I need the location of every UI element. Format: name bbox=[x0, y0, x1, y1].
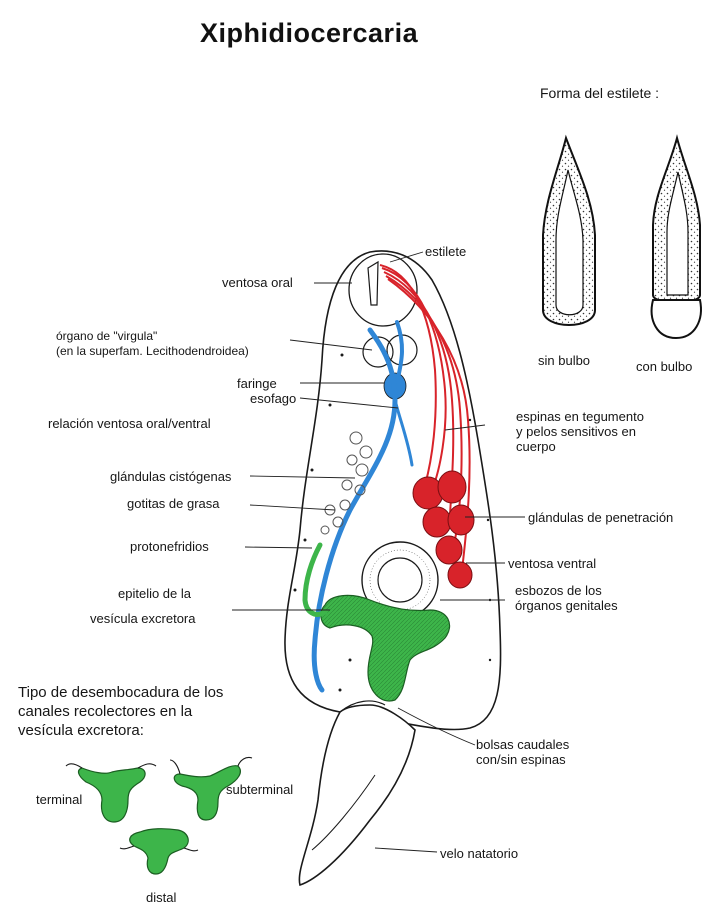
label-relacion: relación ventosa oral/ventral bbox=[48, 416, 211, 431]
stylet-con-bulbo bbox=[652, 138, 701, 338]
label-epitelio-2: vesícula excretora bbox=[90, 611, 196, 626]
stylet-sin-bulbo bbox=[543, 138, 595, 325]
label-protonefridios: protonefridios bbox=[130, 539, 209, 554]
label-estilete: estilete bbox=[425, 244, 466, 259]
label-esbozos-2: órganos genitales bbox=[515, 598, 618, 613]
vesicle-distal bbox=[120, 829, 198, 874]
label-espinas-1: espinas en tegumento bbox=[516, 409, 644, 424]
inset-label-distal: distal bbox=[146, 890, 176, 905]
inset-label-terminal: terminal bbox=[36, 792, 82, 807]
stylet-heading: Forma del estilete : bbox=[540, 86, 659, 101]
label-gotitas: gotitas de grasa bbox=[127, 496, 220, 511]
label-virgula-line1: órgano de "virgula" bbox=[56, 329, 157, 344]
label-glandulas-cistogenas: glándulas cistógenas bbox=[110, 469, 231, 484]
stylet-label-sin-bulbo: sin bulbo bbox=[538, 353, 590, 368]
stylet-label-con-bulbo: con bulbo bbox=[636, 359, 692, 374]
label-glandulas-penetracion: glándulas de penetración bbox=[528, 510, 673, 525]
inset-heading-2: canales recolectores en la bbox=[18, 703, 192, 721]
inset-label-subterminal: subterminal bbox=[226, 782, 293, 797]
label-virgula-line2: (en la superfam. Lecithodendroidea) bbox=[56, 344, 249, 359]
label-faringe: faringe bbox=[237, 376, 277, 391]
label-bolsas-1: bolsas caudales bbox=[476, 737, 569, 752]
label-bolsas-2: con/sin espinas bbox=[476, 752, 566, 767]
label-espinas-2: y pelos sensitivos en bbox=[516, 424, 636, 439]
label-espinas-3: cuerpo bbox=[516, 439, 556, 454]
label-esofago: esofago bbox=[250, 391, 296, 406]
label-esbozos-1: esbozos de los bbox=[515, 583, 602, 598]
inset-heading-3: vesícula excretora: bbox=[18, 722, 144, 740]
inset-heading-1: Tipo de desembocadura de los bbox=[18, 684, 223, 702]
label-ventosa-ventral: ventosa ventral bbox=[508, 556, 596, 571]
label-ventosa-oral: ventosa oral bbox=[222, 275, 293, 290]
cercaria-tail bbox=[299, 701, 415, 885]
label-epitelio-1: epitelio de la bbox=[118, 586, 191, 601]
label-velo: velo natatorio bbox=[440, 846, 518, 861]
